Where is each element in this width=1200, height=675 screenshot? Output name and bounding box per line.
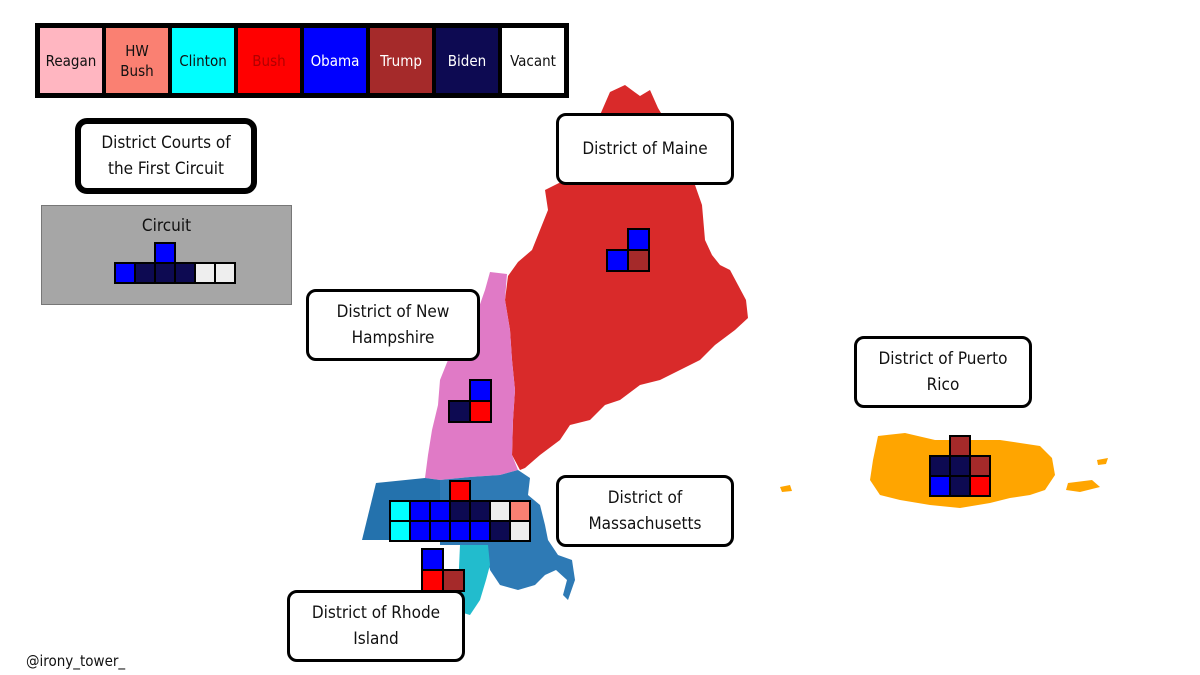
- seat-biden: [469, 500, 491, 522]
- seat-obama: [449, 520, 471, 542]
- author-credit: @irony_tower_: [26, 652, 126, 670]
- seat-biden: [489, 520, 511, 542]
- district-label-massachusetts: District of Massachusetts: [556, 475, 734, 547]
- seat-bush: [469, 400, 492, 423]
- district-label-rhode-island-text: District of Rhode Island: [311, 603, 441, 649]
- vieques-island: [1097, 458, 1108, 465]
- legend-item-vacant: Vacant: [500, 26, 566, 95]
- seat-clinton: [389, 520, 411, 542]
- seat-biden: [134, 262, 156, 284]
- seat-biden: [174, 262, 196, 284]
- seat-bush: [969, 475, 991, 497]
- district-label-maine-text: District of Maine: [582, 139, 708, 159]
- culebra-island: [1066, 480, 1100, 492]
- legend-item-clinton: Clinton: [170, 26, 236, 95]
- seat-biden: [949, 475, 971, 497]
- legend-item-obama: Obama: [302, 26, 368, 95]
- seat-vacant: [194, 262, 216, 284]
- legend-item-trump: Trump: [368, 26, 434, 95]
- seat-biden: [449, 500, 471, 522]
- circuit-label: Circuit: [141, 216, 192, 236]
- seat-biden: [929, 455, 951, 477]
- seat-vacant: [509, 520, 531, 542]
- new-hampshire-region: [425, 272, 518, 480]
- seat-obama: [627, 228, 650, 251]
- mona-island: [780, 485, 792, 492]
- seat-obama: [421, 548, 444, 571]
- seat-vacant: [489, 500, 511, 522]
- seat-obama: [469, 520, 491, 542]
- seat-obama: [429, 520, 451, 542]
- district-label-maine: District of Maine: [556, 113, 734, 185]
- seat-obama: [114, 262, 136, 284]
- district-label-massachusetts-text: District of Massachusetts: [588, 488, 702, 534]
- legend-item-hw-bush: HW Bush: [104, 26, 170, 95]
- rhode-island-region: [458, 545, 490, 615]
- seat-vacant: [214, 262, 236, 284]
- seat-trump: [949, 435, 971, 457]
- seat-trump: [969, 455, 991, 477]
- seat-biden: [154, 262, 176, 284]
- circuit-panel: Circuit: [41, 205, 292, 305]
- seat-obama: [154, 242, 176, 264]
- seat-hw-bush: [509, 500, 531, 522]
- district-label-rhode-island: District of Rhode Island: [287, 590, 465, 662]
- seat-trump: [442, 569, 465, 592]
- district-label-new-hampshire-text: District of New Hampshire: [336, 302, 450, 348]
- seat-obama: [409, 520, 431, 542]
- seat-clinton: [389, 500, 411, 522]
- seat-bush: [421, 569, 444, 592]
- seat-biden: [949, 455, 971, 477]
- seat-obama: [606, 249, 629, 272]
- district-label-puerto-rico-text: District of Puerto Rico: [878, 349, 1008, 395]
- legend-item-biden: Biden: [434, 26, 500, 95]
- seat-obama: [429, 500, 451, 522]
- district-label-puerto-rico: District of Puerto Rico: [854, 336, 1032, 408]
- seat-biden: [448, 400, 471, 423]
- seat-obama: [409, 500, 431, 522]
- district-label-new-hampshire: District of New Hampshire: [306, 289, 480, 361]
- legend-item-bush: Bush: [236, 26, 302, 95]
- legend-item-reagan: Reagan: [38, 26, 104, 95]
- seat-bush: [449, 480, 471, 502]
- map-title-text: District Courts of the First Circuit: [101, 133, 231, 179]
- map-title: District Courts of the First Circuit: [75, 118, 257, 194]
- seat-trump: [627, 249, 650, 272]
- seat-obama: [929, 475, 951, 497]
- seat-obama: [469, 379, 492, 402]
